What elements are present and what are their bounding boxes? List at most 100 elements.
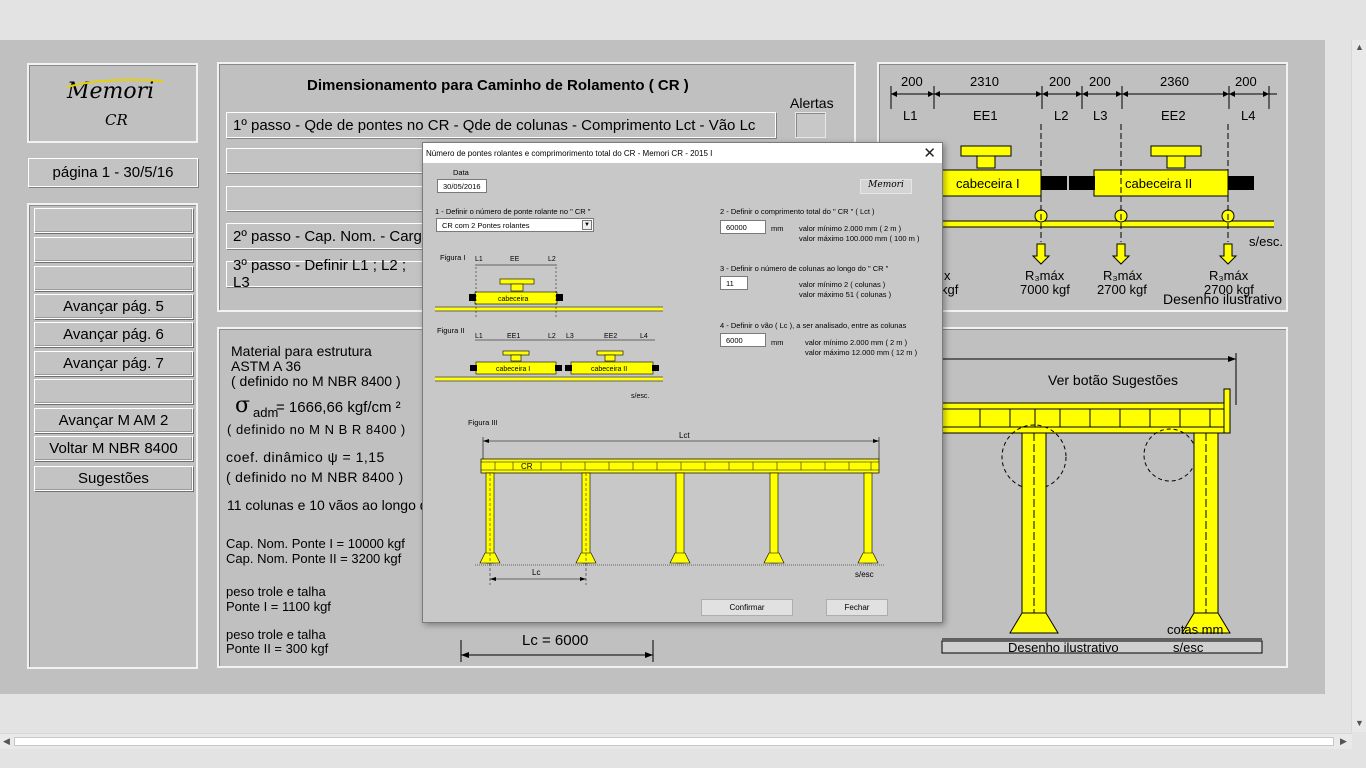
- figure-2-label: Figura II: [437, 326, 465, 335]
- dialog-window: Número de pontes rolantes e comprimorime…: [422, 142, 943, 623]
- vertical-scrollbar[interactable]: ▲ ▼: [1351, 40, 1366, 732]
- coef-dinamico: coef. dinâmico ψ = 1,15: [226, 449, 385, 465]
- scroll-down-icon[interactable]: ▼: [1355, 718, 1364, 728]
- fig2-l4: L4: [640, 333, 648, 340]
- advance-am2-button[interactable]: Avançar M AM 2: [34, 408, 193, 433]
- reaction-1-label: R₃máx: [1025, 268, 1065, 283]
- lc-dimension: Lc = 6000: [522, 632, 589, 649]
- chevron-down-icon[interactable]: ▼: [582, 220, 592, 230]
- lct-max: valor máximo 100.000 mm ( 100 m ): [799, 234, 920, 243]
- step-2-label: 2 - Definir o comprimento total do " CR …: [720, 207, 875, 216]
- bottom-sesc-label: s/esc: [1173, 640, 1204, 655]
- top-sesc-label: s/esc.: [1249, 234, 1283, 249]
- step1-field[interactable]: 1º passo - Qde de pontes no CR - Qde de …: [226, 112, 776, 138]
- lc-unit: mm: [771, 338, 784, 347]
- date-label: Data: [453, 168, 469, 177]
- step-4-label: 4 - Definir o vão ( Lc ), a ser analisad…: [720, 321, 907, 330]
- advance-page-7-button[interactable]: Avançar pág. 7: [34, 351, 193, 376]
- step3-field[interactable]: 3º passo - Definir L1 ; L2 ; L3: [226, 257, 426, 291]
- cap-ponte-1: Cap. Nom. Ponte I = 10000 kgf: [226, 536, 405, 551]
- material-line-1: Material para estrutura: [231, 343, 372, 359]
- fig1-cabeceira: cabeceira: [498, 296, 528, 303]
- fig2-cabeceira-1: cabeceira I: [496, 366, 530, 373]
- ver-sugestoes-label: Ver botão Sugestões: [1048, 372, 1178, 388]
- scroll-up-icon[interactable]: ▲: [1355, 42, 1364, 52]
- suggestions-button[interactable]: Sugestões: [34, 466, 193, 491]
- sigma-note: ( definido no M N B R 8400 ): [227, 422, 406, 437]
- scroll-right-icon[interactable]: ▶: [1340, 736, 1347, 746]
- sigma-symbol: σ: [235, 393, 251, 418]
- step2-field[interactable]: 2º passo - Cap. Nom. - Carg: [226, 223, 426, 249]
- figure-3-drawing: Lct CR Lc: [475, 431, 885, 585]
- len-label-ee2: EE2: [1161, 108, 1186, 123]
- main-title: Dimensionamento para Caminho de Rolament…: [307, 77, 689, 94]
- horizontal-scroll-thumb[interactable]: [14, 737, 1334, 746]
- dim-label-6: 200: [1235, 74, 1257, 89]
- step-empty-field-1[interactable]: [226, 148, 426, 173]
- fig2-cabeceira-2: cabeceira II: [591, 366, 627, 373]
- logo-subtitle: CR: [105, 111, 128, 129]
- advance-page-5-button[interactable]: Avançar pág. 5: [34, 294, 193, 319]
- page-label: página 1 - 30/5/16: [28, 158, 198, 187]
- reaction-2-value: 2700 kgf: [1097, 282, 1147, 297]
- date-field[interactable]: 30/05/2016: [437, 179, 487, 193]
- figure-3-label: Figura III: [468, 418, 498, 427]
- dim-label-4: 200: [1089, 74, 1111, 89]
- cap-ponte-2: Cap. Nom. Ponte II = 3200 kgf: [226, 551, 402, 566]
- nav-button-empty-1[interactable]: [34, 208, 193, 233]
- horizontal-scrollbar[interactable]: ◀ ▶: [0, 733, 1352, 749]
- peso-2-value: Ponte II = 300 kgf: [226, 641, 329, 656]
- dialog-body: Data 30/05/2016 Memori 1 - Definir o núm…: [423, 163, 942, 622]
- cotas-label: cotas mm: [1167, 622, 1224, 637]
- fig3-lct: Lct: [679, 431, 690, 440]
- material-line-3: ( definido no M NBR 8400 ): [231, 373, 401, 389]
- reaction-3-value: 2700 kgf: [1204, 282, 1254, 297]
- dialog-logo: Memori: [860, 179, 912, 194]
- step-empty-field-2[interactable]: [226, 186, 426, 211]
- lct-input[interactable]: 60000: [720, 220, 766, 234]
- close-button[interactable]: Fechar: [826, 599, 888, 616]
- colunas-input[interactable]: 11: [720, 276, 748, 290]
- lct-min: valor mínimo 2.000 mm ( 2 m ): [799, 224, 902, 233]
- cabeceira-1-label: cabeceira I: [956, 176, 1020, 191]
- back-nbr8400-button[interactable]: Voltar M NBR 8400: [34, 436, 193, 461]
- dim-label-3: 200: [1049, 74, 1071, 89]
- fig2-l3: L3: [566, 333, 574, 340]
- fig2-l1: L1: [475, 333, 483, 340]
- figure-1-2-drawing: L1 EE L2 cabeceira L1 EE1 L2 L3 EE2 L: [435, 256, 663, 400]
- nav-button-empty-3[interactable]: [34, 266, 193, 291]
- ponte-select[interactable]: CR com 2 Pontes rolantes ▼: [436, 218, 594, 232]
- fig3-cr: CR: [521, 462, 533, 471]
- reaction-partial-1: x: [944, 268, 951, 283]
- logo-panel: Memori CR: [27, 63, 198, 143]
- alerts-indicator: [795, 112, 826, 138]
- len-label-l1: L1: [903, 108, 917, 123]
- sigma-subscript: adm: [253, 405, 279, 420]
- lc-input[interactable]: 6000: [720, 333, 766, 347]
- advance-page-6-button[interactable]: Avançar pág. 6: [34, 322, 193, 347]
- material-line-2: ASTM A 36: [231, 358, 302, 374]
- fig1-l2: L2: [548, 256, 556, 263]
- lc-min: valor mínimo 2.000 mm ( 2 m ): [805, 338, 908, 347]
- coef-note: ( definido no M NBR 8400 ): [226, 469, 404, 485]
- top-drawing-caption: Desenho ilustrativo: [1163, 291, 1283, 307]
- nav-button-empty-4[interactable]: [34, 379, 193, 404]
- lc-dimension-arrow: [460, 640, 654, 662]
- alerts-label: Alertas: [790, 95, 834, 111]
- cabeceira-2-label: cabeceira II: [1125, 176, 1192, 191]
- step-1-label: 1 - Definir o número de ponte rolante no…: [435, 207, 591, 216]
- bottom-drawing-caption: Desenho ilustrativo: [1008, 640, 1119, 655]
- nav-button-empty-2[interactable]: [34, 237, 193, 262]
- step-3-label: 3 - Definir o número de colunas ao longo…: [720, 264, 889, 273]
- fig2-sesc: s/esc.: [631, 393, 649, 400]
- fig1-ee: EE: [510, 256, 520, 263]
- scroll-left-icon[interactable]: ◀: [3, 736, 10, 746]
- lct-unit: mm: [771, 224, 784, 233]
- reaction-3-label: R₃máx: [1209, 268, 1249, 283]
- confirm-button[interactable]: Confirmar: [701, 599, 793, 616]
- close-icon[interactable]: ✕: [923, 145, 936, 162]
- logo-swoosh-icon: [66, 78, 164, 88]
- peso-2-label: peso trole e talha: [226, 627, 326, 642]
- fig1-l1: L1: [475, 256, 483, 263]
- fig3-lc: Lc: [532, 568, 540, 577]
